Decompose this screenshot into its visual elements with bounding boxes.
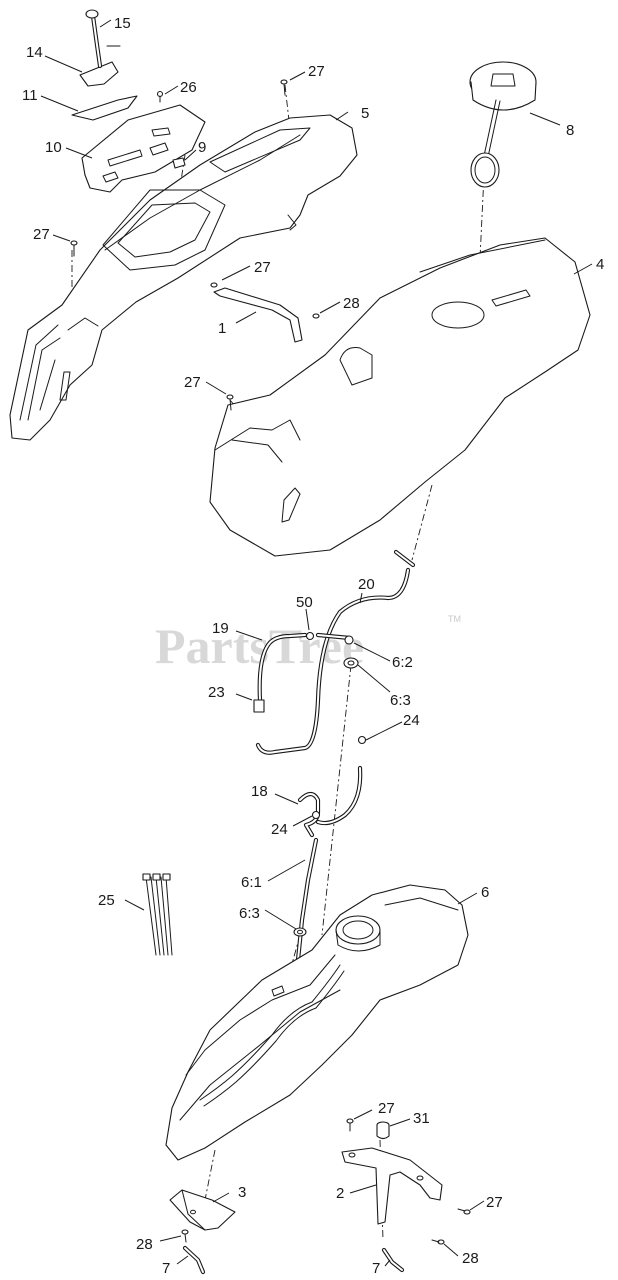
callout-4: 4 [596,256,604,273]
callout-31: 31 [413,1110,430,1127]
callout-2: 2 [336,1185,344,1202]
part-10-dash-plate [81,104,206,193]
part-11-decal [71,95,138,121]
part-27-screw-upper [280,79,288,96]
callout-6: 6 [481,884,489,901]
part-18-fuel-line [297,765,363,838]
callout-6-3-b: 6:3 [239,905,260,922]
callout-19: 19 [212,620,229,637]
part-19-fuel-line [257,632,353,703]
callout-27-e: 27 [378,1100,395,1117]
callout-20: 20 [358,576,375,593]
part-26-screw [156,90,164,103]
svg-text:TM: TM [448,614,461,624]
callout-11: 11 [22,87,38,104]
callout-6-2: 6:2 [392,654,413,671]
part-27-screw-left [70,240,78,257]
callout-28-c: 28 [462,1250,479,1267]
fittings [253,631,367,937]
part-7-rod-left [182,1245,206,1275]
part-20-fuel-line [255,549,416,755]
part-15-choke-lever [85,9,121,69]
callout-26: 26 [180,79,197,96]
callout-10: 10 [45,139,62,156]
part-9-clip [172,157,186,169]
callout-7-b: 7 [372,1260,380,1277]
part-8-fuel-cap [469,61,537,188]
callout-9: 9 [198,139,206,156]
callout-27-d: 27 [184,374,201,391]
part-25-cable-ties [142,873,173,956]
callout-28-b: 28 [136,1236,153,1253]
callout-23: 23 [208,684,225,701]
part-5-console-shroud [9,114,358,441]
part-27-screw-tank [226,394,234,411]
part-27-screw-bracket [346,1118,471,1215]
callout-24-b: 24 [271,821,288,838]
part-28-screw-bracket [431,1239,445,1245]
callout-5: 5 [361,105,369,122]
part-1-bracket [210,282,320,343]
callout-24-a: 24 [403,712,420,729]
callout-18: 18 [251,783,268,800]
callout-27-b: 27 [33,226,50,243]
callout-25: 25 [98,892,115,909]
part-31-bumper [376,1121,390,1140]
leader-lines [40,19,593,1267]
callout-6-1: 6:1 [241,874,262,891]
callout-6-3-a: 6:3 [390,692,411,709]
part-28-screw-lower [181,1229,189,1243]
callout-1: 1 [218,320,226,337]
part-14-bracket [79,61,119,87]
callout-27-a: 27 [308,63,325,80]
callout-27-f: 27 [486,1194,503,1211]
callout-3: 3 [238,1184,246,1201]
callout-27-c: 27 [254,259,271,276]
part-7-rod-right [381,1247,405,1273]
callout-labels: 15 14 11 26 10 9 27 5 8 27 4 27 28 1 27 … [22,15,604,1277]
part-3-bracket [169,1189,236,1231]
callout-8: 8 [566,122,574,139]
callout-14: 14 [26,44,43,61]
callout-7-a: 7 [162,1260,170,1277]
part-6-fuel-tank [165,884,469,1161]
part-2-bracket [341,1147,443,1225]
callout-15: 15 [114,15,131,32]
part-4-tank-shroud [209,237,591,557]
callout-50: 50 [296,594,313,611]
callout-28-a: 28 [343,295,360,312]
